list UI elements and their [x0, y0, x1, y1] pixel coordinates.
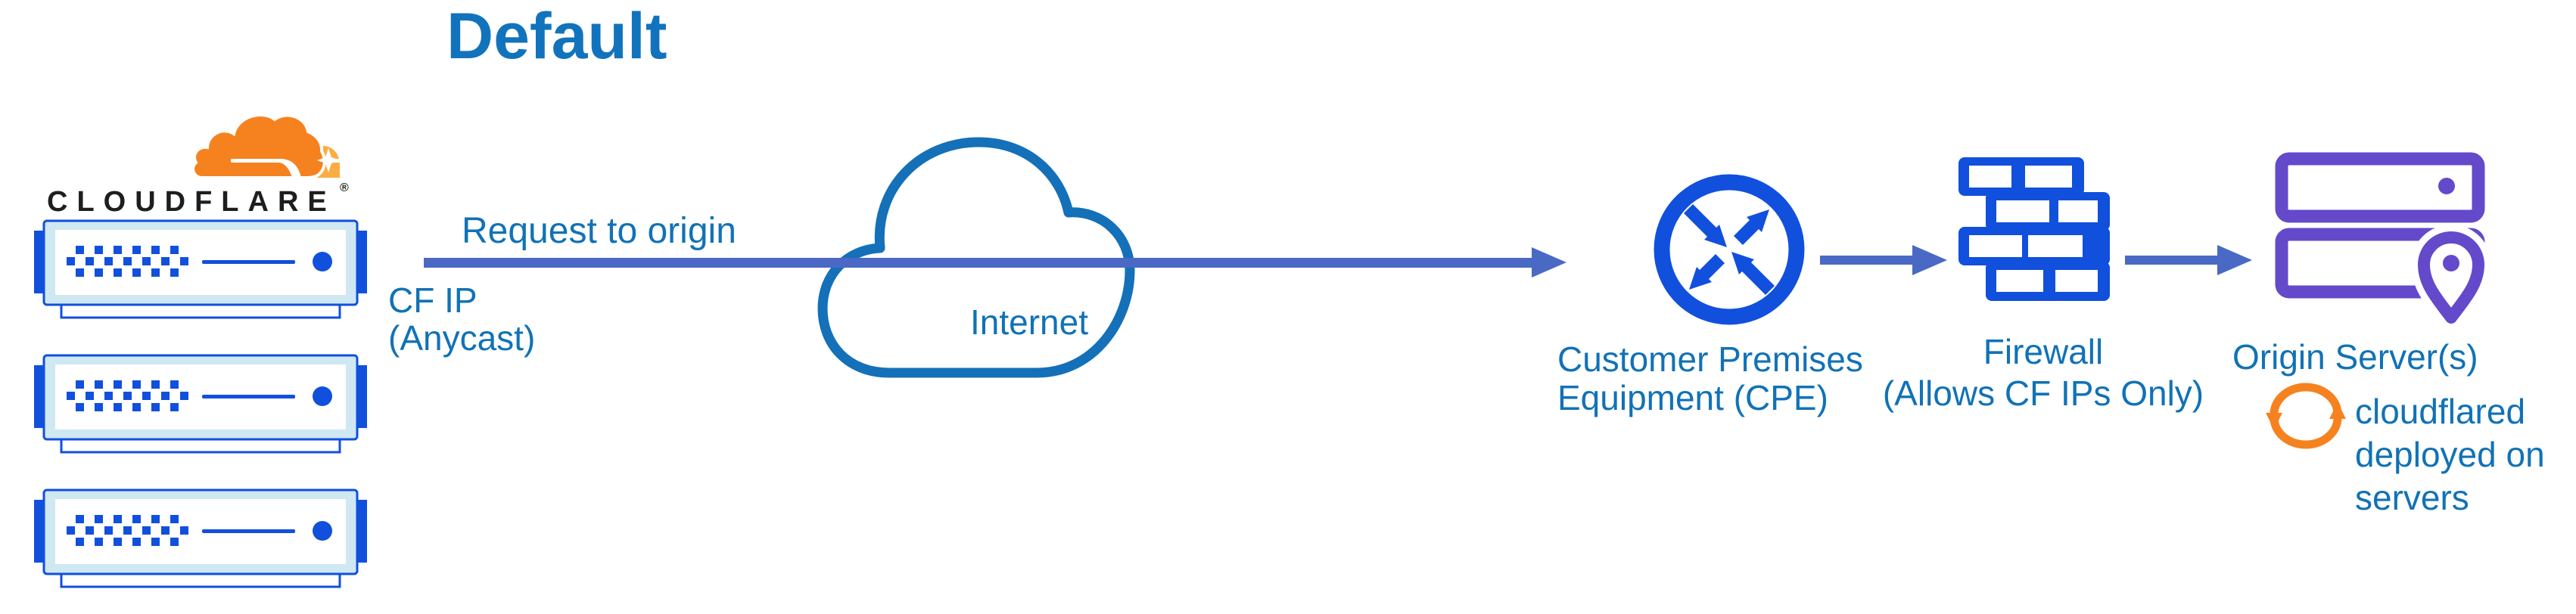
cloudflare-server-icon [34, 488, 367, 588]
cloudflared-label: cloudflared deployed on servers [2355, 390, 2545, 519]
server-vent-dots [67, 246, 188, 277]
cloudflared-sync-icon [2266, 383, 2346, 449]
cloudflare-wordmark: CLOUDFLARE [47, 186, 336, 218]
cloudflare-logo-icon [191, 113, 340, 178]
firewall-to-origin-arrow-shaft [2125, 256, 2217, 265]
cpe-to-firewall-arrow-head-icon [1912, 245, 1947, 275]
firewall-to-origin-arrow-head-icon [2217, 245, 2252, 275]
cf-ip-line1: CF IP [388, 281, 478, 320]
cpe-icon [1654, 174, 1805, 325]
firewall-label: Firewall (Allows CF IPs Only) [1869, 331, 2217, 414]
firewall-label-line1: Firewall [1983, 332, 2104, 371]
server-vent-dots [67, 380, 188, 411]
cloudflare-server-icon [34, 219, 367, 319]
cpe-to-firewall-arrow-shaft [1820, 256, 1912, 265]
internet-cloud-icon [817, 137, 1135, 378]
cloudflared-label-line2: deployed on [2355, 435, 2545, 474]
cloudflared-label-line3: servers [2355, 478, 2469, 517]
origin-servers-label: Origin Server(s) [2232, 337, 2478, 377]
firewall-icon [1958, 157, 2110, 301]
cpe-label-line2: Equipment (CPE) [1557, 378, 1828, 417]
cf-ip-line2: (Anycast) [388, 318, 536, 358]
request-arrow-head-icon [1532, 247, 1566, 278]
server-vent-dots [67, 515, 188, 546]
cloudflare-server-icon [34, 354, 367, 454]
origin-servers-icon [2275, 152, 2491, 327]
cf-ip-anycast-label: CF IP (Anycast) [388, 281, 535, 357]
cpe-label-line1: Customer Premises [1557, 340, 1863, 379]
server-stack [34, 219, 367, 588]
firewall-label-line2: (Allows CF IPs Only) [1882, 374, 2204, 413]
request-to-origin-label: Request to origin [462, 211, 736, 251]
registered-mark: ® [340, 181, 349, 194]
request-arrow-shaft [424, 258, 1532, 268]
cpe-label: Customer Premises Equipment (CPE) [1557, 340, 1863, 417]
cloudflared-label-line1: cloudflared [2355, 392, 2526, 431]
page-title: Default [446, 0, 667, 73]
internet-label: Internet [970, 302, 1088, 342]
